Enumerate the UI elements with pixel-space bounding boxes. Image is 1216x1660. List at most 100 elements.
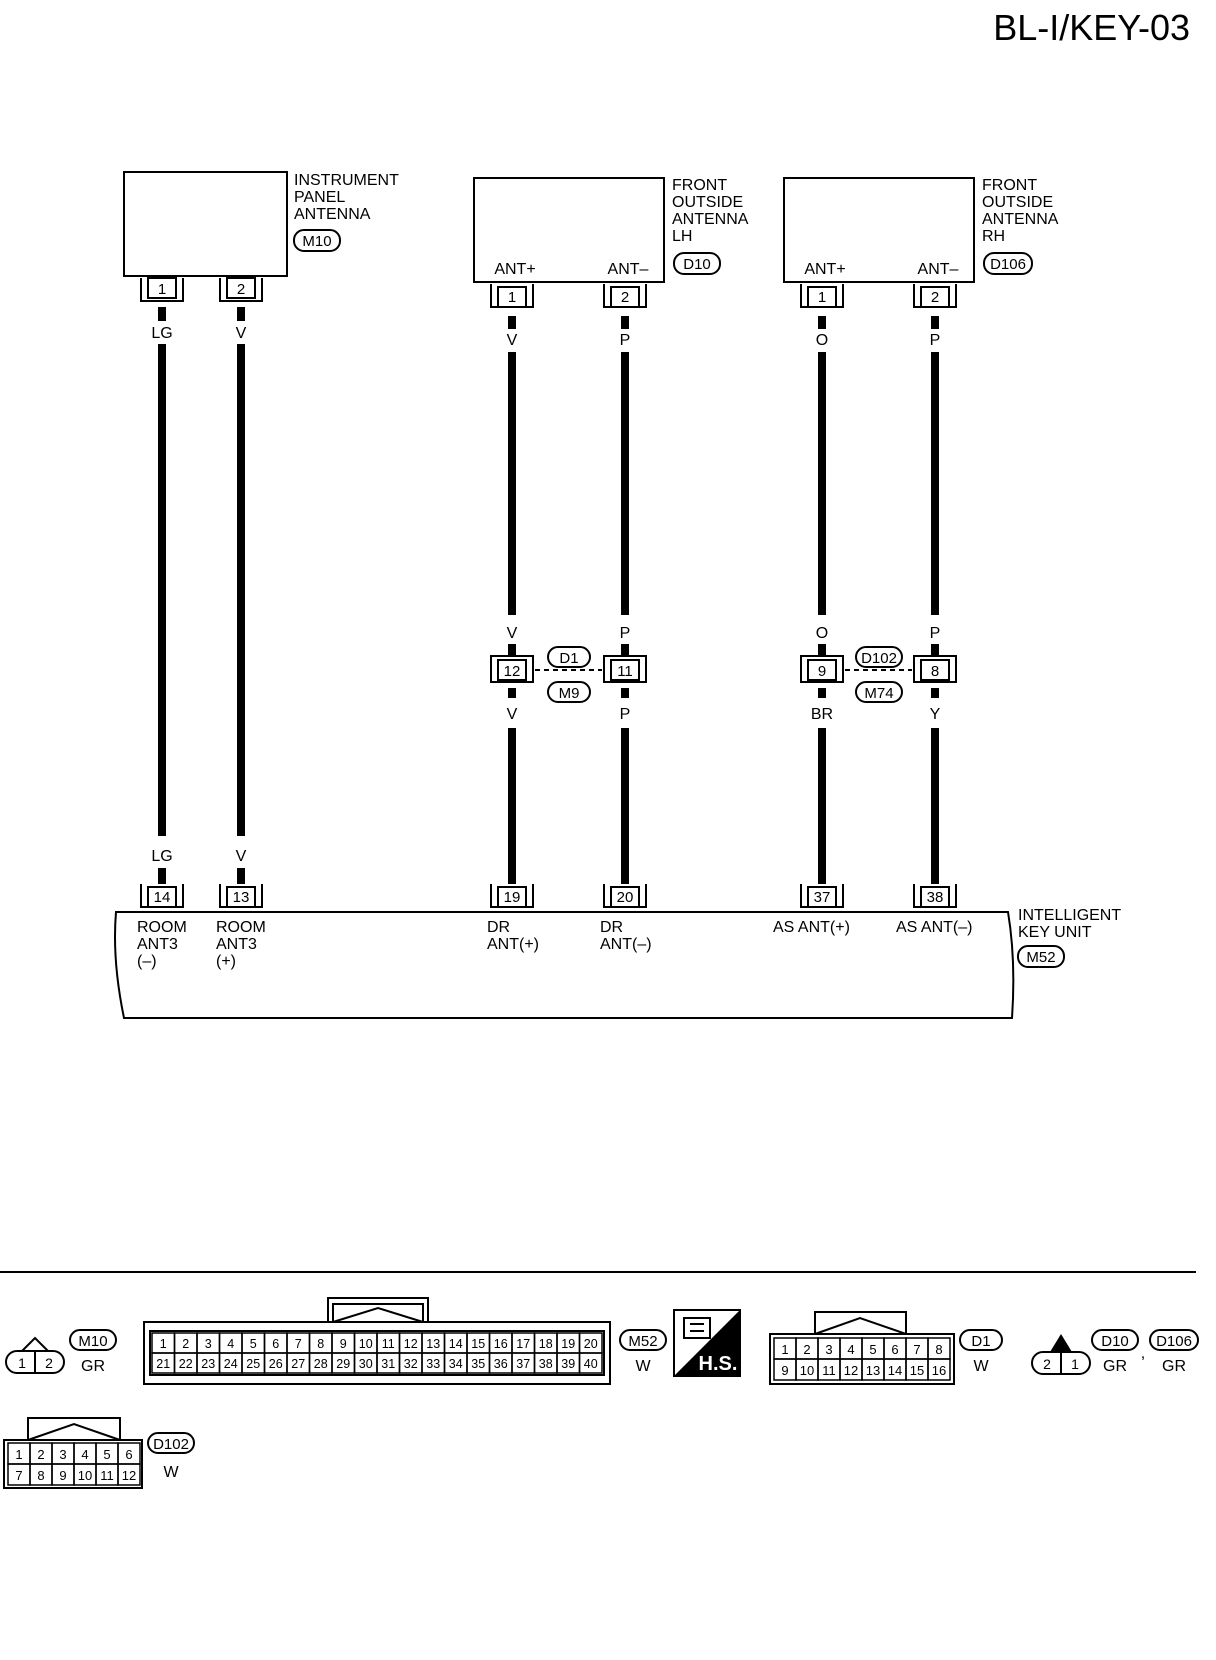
junction-d1-connector: D1 bbox=[559, 650, 578, 667]
key-unit-pin-38: 38 bbox=[927, 889, 944, 906]
rh-antenna-name-3: ANTENNA bbox=[982, 211, 1059, 228]
junction-d102-pin-9: 9 bbox=[818, 663, 826, 680]
legend-m52-pin: 2 bbox=[182, 1337, 189, 1351]
rh-antenna-pin-2: 2 bbox=[931, 289, 939, 306]
junction-d102-pin-8: 8 bbox=[931, 663, 939, 680]
legend-m52-pin: 5 bbox=[250, 1337, 257, 1351]
legend-m52-pin: 17 bbox=[516, 1337, 530, 1351]
legend-m52-pin: 36 bbox=[494, 1357, 508, 1371]
legend-m52-pin: 22 bbox=[179, 1357, 193, 1371]
wire-2-color-bottom: V bbox=[236, 848, 247, 865]
legend-d102-pin: 8 bbox=[37, 1468, 44, 1483]
legend-d1-pin: 9 bbox=[781, 1363, 788, 1378]
legend-d10-pin-2: 2 bbox=[1043, 1356, 1051, 1372]
legend-d1-pin: 16 bbox=[932, 1363, 946, 1378]
legend-d1-name: D1 bbox=[971, 1333, 990, 1350]
ip-antenna-pin-2: 2 bbox=[237, 281, 245, 298]
legend-d102-pin: 2 bbox=[37, 1447, 44, 1462]
legend-m52-pin: 31 bbox=[381, 1357, 395, 1371]
key-unit-label-14-3: (–) bbox=[137, 953, 157, 970]
wire-3-color-top: V bbox=[507, 332, 518, 349]
legend-d1-pin: 15 bbox=[910, 1363, 924, 1378]
legend-d102-pin: 9 bbox=[59, 1468, 66, 1483]
page-title: BL-I/KEY-03 bbox=[993, 7, 1190, 48]
legend-m52-pin: 37 bbox=[516, 1357, 530, 1371]
ip-antenna-connector: M10 bbox=[302, 233, 331, 250]
hs-label: H.S. bbox=[699, 1353, 738, 1375]
legend-m52-pin: 21 bbox=[156, 1357, 170, 1371]
front-outside-antenna-lh: FRONT OUTSIDE ANTENNA LH D10 ANT+ ANT– 1… bbox=[473, 177, 749, 308]
legend-m52-pin: 8 bbox=[317, 1337, 324, 1351]
rh-antenna-connector: D106 bbox=[990, 256, 1026, 273]
legend-m52-pin: 20 bbox=[584, 1337, 598, 1351]
legend-m52-pin: 39 bbox=[561, 1357, 575, 1371]
key-unit-name-2: KEY UNIT bbox=[1018, 924, 1092, 941]
legend-m52-pin: 18 bbox=[539, 1337, 553, 1351]
legend-d102-pin: 12 bbox=[122, 1468, 136, 1483]
legend-d1-pin: 10 bbox=[800, 1363, 814, 1378]
legend-m52-pin: 30 bbox=[359, 1357, 373, 1371]
junction-d1-m9: 12 11 D1 M9 bbox=[490, 646, 647, 703]
legend-m52-pin: 24 bbox=[224, 1357, 238, 1371]
wire-4-color-top: P bbox=[620, 332, 631, 349]
legend-d102-color: W bbox=[163, 1464, 179, 1481]
wire-1-color-top: LG bbox=[151, 325, 172, 342]
legend-m52-pin: 19 bbox=[561, 1337, 575, 1351]
rh-antenna-pin-label-minus: ANT– bbox=[918, 261, 959, 278]
key-unit-label-13-3: (+) bbox=[216, 953, 236, 970]
key-unit-pin-37: 37 bbox=[814, 889, 831, 906]
key-unit-name-1: INTELLIGENT bbox=[1018, 907, 1121, 924]
key-unit-label-13-2: ANT3 bbox=[216, 936, 257, 953]
legend-d1-pin: 12 bbox=[844, 1363, 858, 1378]
wire-5-color-top: O bbox=[816, 332, 828, 349]
legend-m52-pin: 40 bbox=[584, 1357, 598, 1371]
key-unit-connector: M52 bbox=[1026, 949, 1055, 966]
legend-d106-color: GR bbox=[1162, 1358, 1186, 1375]
legend-d1-pin: 14 bbox=[888, 1363, 902, 1378]
legend-d102-pin: 3 bbox=[59, 1447, 66, 1462]
lh-antenna-name-1: FRONT bbox=[672, 177, 727, 194]
legend-m10-name: M10 bbox=[78, 1333, 107, 1350]
lh-antenna-pin-label-plus: ANT+ bbox=[494, 261, 535, 278]
legend-m52-pin: 29 bbox=[336, 1357, 350, 1371]
wire-3-color-mid-bottom: V bbox=[507, 706, 518, 723]
rh-antenna-pin-label-plus: ANT+ bbox=[804, 261, 845, 278]
wire-5-color-mid-top: O bbox=[816, 625, 828, 642]
wire-5: O O BR bbox=[811, 316, 833, 884]
legend-m10: 1 2 M10 GR bbox=[5, 1329, 117, 1375]
rh-antenna-name-4: RH bbox=[982, 228, 1005, 245]
legend-m52-pin: 28 bbox=[314, 1357, 328, 1371]
key-unit-pin-13: 13 bbox=[233, 889, 250, 906]
legend-d102-pin: 10 bbox=[78, 1468, 92, 1483]
legend-m52-pin: 9 bbox=[340, 1337, 347, 1351]
legend-m52-pin: 23 bbox=[201, 1357, 215, 1371]
legend-m52-color: W bbox=[635, 1358, 651, 1375]
key-unit-label-14-1: ROOM bbox=[137, 919, 187, 936]
legend-m52-pin: 12 bbox=[404, 1337, 418, 1351]
rh-antenna-name-1: FRONT bbox=[982, 177, 1037, 194]
lh-antenna-name-4: LH bbox=[672, 228, 692, 245]
legend-m52-pin: 11 bbox=[382, 1337, 395, 1351]
intelligent-key-unit: 14 13 19 20 37 38 ROOM ANT3 (–) ROOM ANT… bbox=[114, 884, 1121, 1019]
junction-m9-connector: M9 bbox=[559, 685, 580, 702]
legend-d1-pin: 3 bbox=[825, 1342, 832, 1357]
key-unit-pin-20: 20 bbox=[617, 889, 634, 906]
wire-2-color-top: V bbox=[236, 325, 247, 342]
legend-d10-pin-1: 1 bbox=[1071, 1356, 1079, 1372]
legend-m52-pin: 27 bbox=[291, 1357, 305, 1371]
legend-m52-pin: 13 bbox=[426, 1337, 440, 1351]
legend-m52-pin: 1 bbox=[160, 1337, 167, 1351]
legend-d1-pin: 2 bbox=[803, 1342, 810, 1357]
legend-m52-pin: 33 bbox=[426, 1357, 440, 1371]
legend-m52-pin: 16 bbox=[494, 1337, 508, 1351]
wire-1-color-bottom: LG bbox=[151, 848, 172, 865]
legend-m52-pin: 35 bbox=[471, 1357, 485, 1371]
junction-d1-pin-12: 12 bbox=[504, 663, 521, 680]
key-unit-label-19-1: DR bbox=[487, 919, 510, 936]
ip-antenna-name-1: INSTRUMENT bbox=[294, 172, 399, 189]
key-unit-label-38: AS ANT(–) bbox=[896, 919, 972, 936]
wire-3-color-mid-top: V bbox=[507, 625, 518, 642]
